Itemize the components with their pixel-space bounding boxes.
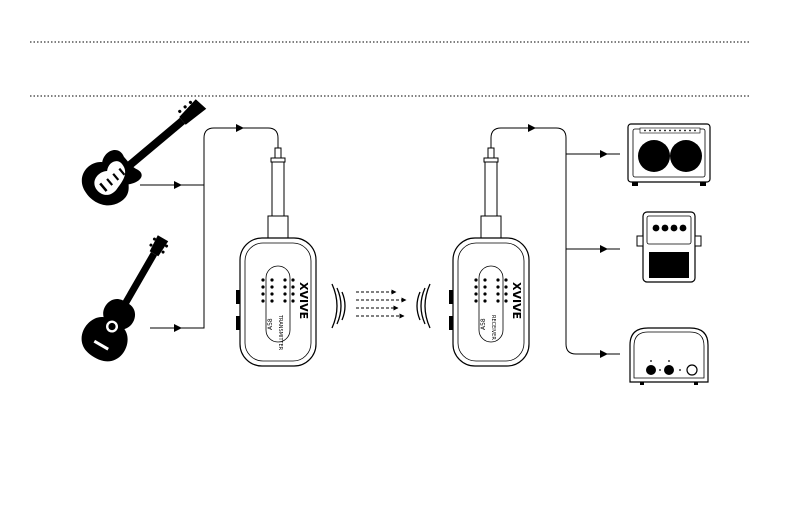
transmitter-brand-logo: XVIVE — [297, 282, 310, 319]
receiver-brand-logo: XVIVE — [510, 282, 523, 319]
amplifier-icon — [628, 124, 710, 186]
transmitter-model-label: A58 — [267, 318, 274, 330]
effects-pedal-icon — [637, 212, 701, 282]
receiver-role-label: RECEIVER — [490, 315, 496, 340]
electric-guitar-icon — [74, 85, 217, 216]
acoustic-guitar-icon — [74, 227, 183, 369]
signal-arrows — [356, 292, 406, 316]
receiver-model-label: A58 — [480, 318, 487, 330]
receiver-unit: RECEIVER A58 XVIVE — [449, 148, 529, 366]
transmitter-unit: TRANSMITTER A58 XVIVE — [236, 148, 316, 366]
wireless-signal — [332, 284, 430, 328]
audio-interface-icon — [630, 328, 708, 385]
transmitter-role-label: TRANSMITTER — [277, 314, 283, 351]
